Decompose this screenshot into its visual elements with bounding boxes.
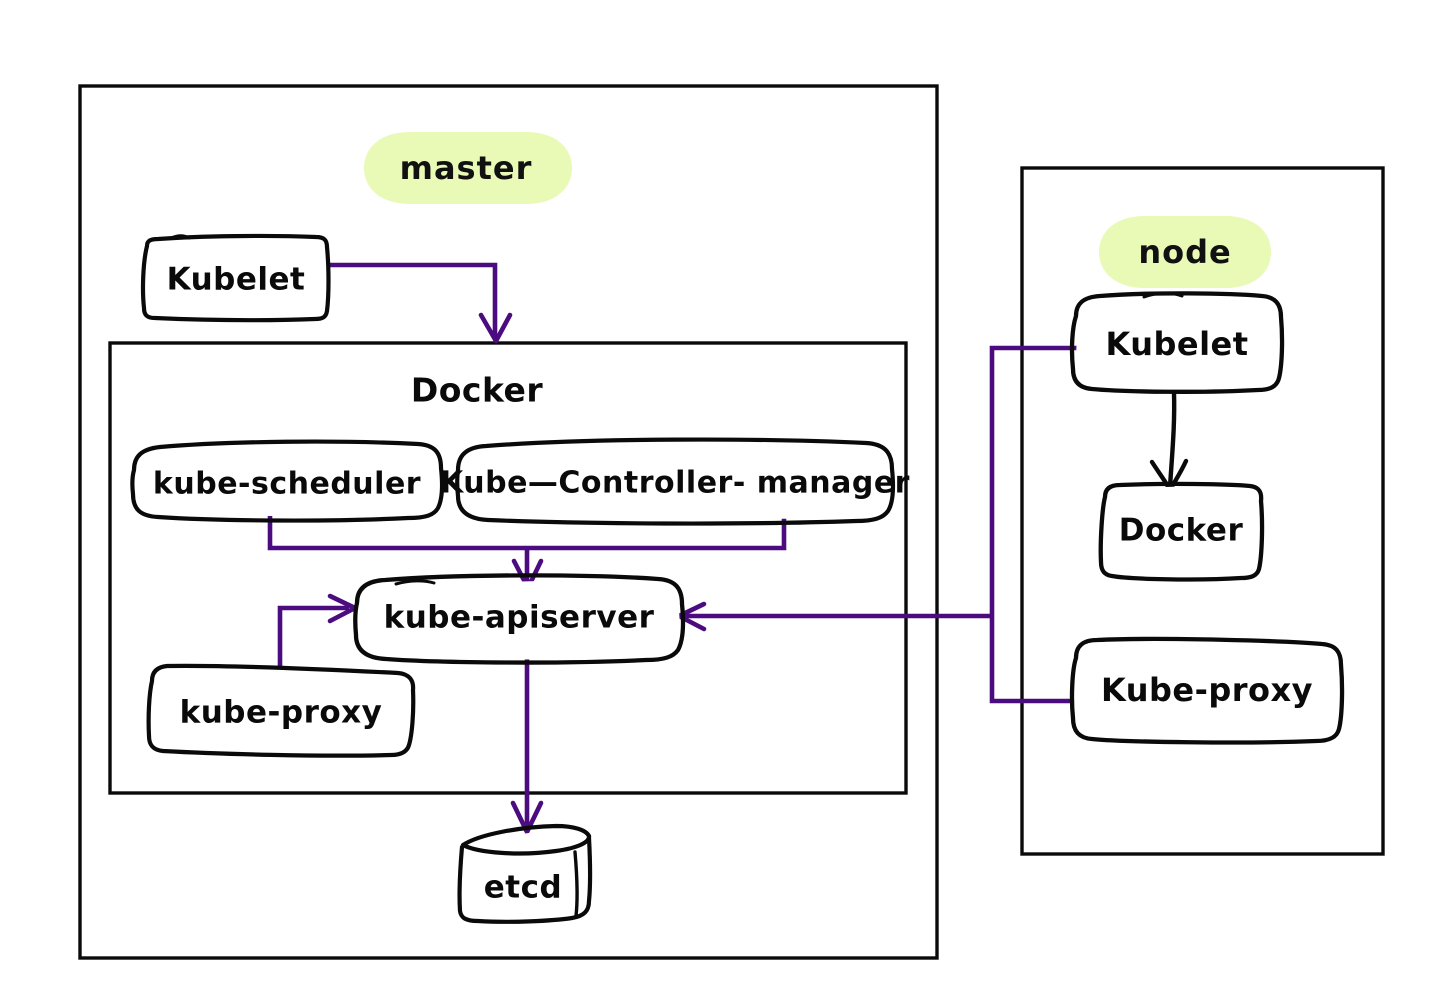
master-container <box>78 84 939 960</box>
master-pill-label: master <box>364 132 572 204</box>
node-container <box>1020 166 1385 856</box>
master-kubelet-label: Kubelet <box>167 262 306 298</box>
master-kube-scheduler-label: kube-scheduler <box>153 467 421 502</box>
master-kube-apiserver-box[interactable]: kube-apiserver <box>353 573 686 665</box>
master-pill-shape <box>364 132 572 204</box>
node-container-border <box>1020 166 1385 856</box>
node-kube-proxy-label: Kube-proxy <box>1101 671 1313 709</box>
master-kube-proxy-box[interactable]: kube-proxy <box>146 663 416 758</box>
master-kube-controller-manager-label: Kube—Controller- manager <box>440 466 910 501</box>
node-pill-label: node <box>1099 216 1271 288</box>
master-docker-border <box>108 341 908 795</box>
master-etcd-label: etcd <box>484 870 562 906</box>
master-kube-scheduler-box[interactable]: kube-scheduler <box>130 439 445 523</box>
connector-master-proxy-to-apiserver <box>277 593 358 672</box>
node-docker-box[interactable]: Docker <box>1098 481 1265 582</box>
master-container-border <box>78 84 939 960</box>
master-docker-container <box>108 341 908 795</box>
master-kube-proxy-label: kube-proxy <box>180 695 383 731</box>
master-kube-apiserver-label: kube-apiserver <box>384 600 655 636</box>
connector-master-kubelet-to-docker <box>327 262 513 344</box>
node-kubelet-box[interactable]: Kubelet <box>1069 291 1285 394</box>
master-kube-controller-manager-box[interactable]: Kube—Controller- manager <box>440 437 910 526</box>
master-docker-label: Docker <box>411 371 544 410</box>
node-pill-shape <box>1099 216 1271 288</box>
master-etcd-cylinder[interactable]: etcd <box>457 823 593 924</box>
node-docker-label: Docker <box>1119 513 1244 549</box>
node-pill-text: node <box>1138 233 1231 271</box>
node-kubelet-label: Kubelet <box>1105 325 1248 363</box>
master-pill-text: master <box>400 149 533 187</box>
connector-apiserver-to-etcd <box>510 659 544 835</box>
master-kubelet-box[interactable]: Kubelet <box>140 233 331 323</box>
connector-node-kubelet-to-node-docker <box>1149 390 1189 493</box>
node-kube-proxy-box[interactable]: Kube-proxy <box>1069 636 1345 745</box>
